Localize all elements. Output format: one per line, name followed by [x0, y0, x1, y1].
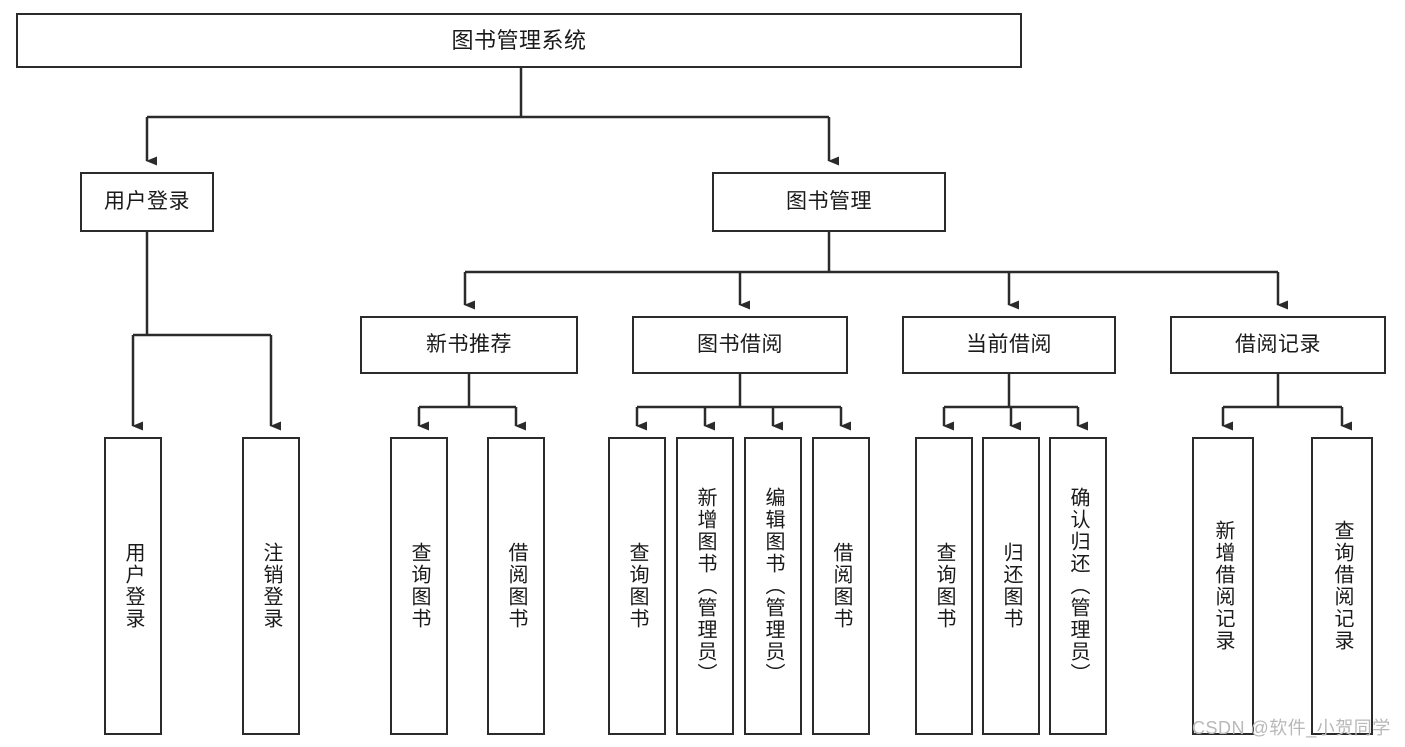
node-user_login[interactable]: 用户登录 [80, 172, 214, 232]
csdn-watermark: CSDN @软件_小贺同学 [1192, 718, 1391, 738]
node-label: 借阅图书 [830, 542, 852, 630]
node-leaf-2-查询图书[interactable]: 查询图书 [390, 437, 448, 735]
node-label: 图书管理 [786, 189, 872, 213]
node-leaf-8-查询图书[interactable]: 查询图书 [915, 437, 973, 735]
node-leaf-10-确认归还管理员[interactable]: 确认归还（管理员） [1049, 437, 1107, 735]
node-leaf-12-查询借阅记录[interactable]: 查询借阅记录 [1311, 437, 1373, 735]
node-leaf-0-用户登录[interactable]: 用户登录 [104, 437, 162, 735]
node-label: 用户登录 [122, 542, 144, 630]
node-current_borrow[interactable]: 当前借阅 [902, 316, 1116, 374]
node-label: 图书借阅 [697, 332, 783, 356]
node-leaf-7-借阅图书[interactable]: 借阅图书 [812, 437, 870, 735]
node-label: 确认归还（管理员） [1067, 487, 1089, 685]
node-label: 新书推荐 [426, 332, 512, 356]
node-leaf-6-编辑图书管理员[interactable]: 编辑图书（管理员） [744, 437, 802, 735]
node-label: 新增图书（管理员） [694, 487, 716, 685]
node-label: 注销登录 [260, 542, 282, 630]
node-leaf-1-注销登录[interactable]: 注销登录 [242, 437, 300, 735]
node-new_book_rec[interactable]: 新书推荐 [360, 316, 578, 374]
node-leaf-4-查询图书[interactable]: 查询图书 [608, 437, 666, 735]
node-label: 用户登录 [104, 189, 190, 213]
node-label: 当前借阅 [966, 332, 1052, 356]
node-label: 借阅记录 [1235, 332, 1321, 356]
node-label: 查询图书 [408, 542, 430, 630]
node-leaf-3-借阅图书[interactable]: 借阅图书 [487, 437, 545, 735]
node-leaf-11-新增借阅记录[interactable]: 新增借阅记录 [1192, 437, 1254, 735]
node-label: 查询借阅记录 [1331, 520, 1353, 652]
node-label: 编辑图书（管理员） [762, 487, 784, 685]
node-label: 新增借阅记录 [1212, 520, 1234, 652]
node-leaf-5-新增图书管理员[interactable]: 新增图书（管理员） [676, 437, 734, 735]
node-root[interactable]: 图书管理系统 [16, 13, 1022, 68]
node-label: 归还图书 [1000, 542, 1022, 630]
node-label: 查询图书 [626, 542, 648, 630]
node-label: 借阅图书 [505, 542, 527, 630]
node-book_manage[interactable]: 图书管理 [712, 172, 946, 232]
node-book_borrow[interactable]: 图书借阅 [632, 316, 848, 374]
node-label: 查询图书 [933, 542, 955, 630]
node-leaf-9-归还图书[interactable]: 归还图书 [982, 437, 1040, 735]
node-borrow_record[interactable]: 借阅记录 [1170, 316, 1386, 374]
node-label: 图书管理系统 [451, 27, 587, 53]
